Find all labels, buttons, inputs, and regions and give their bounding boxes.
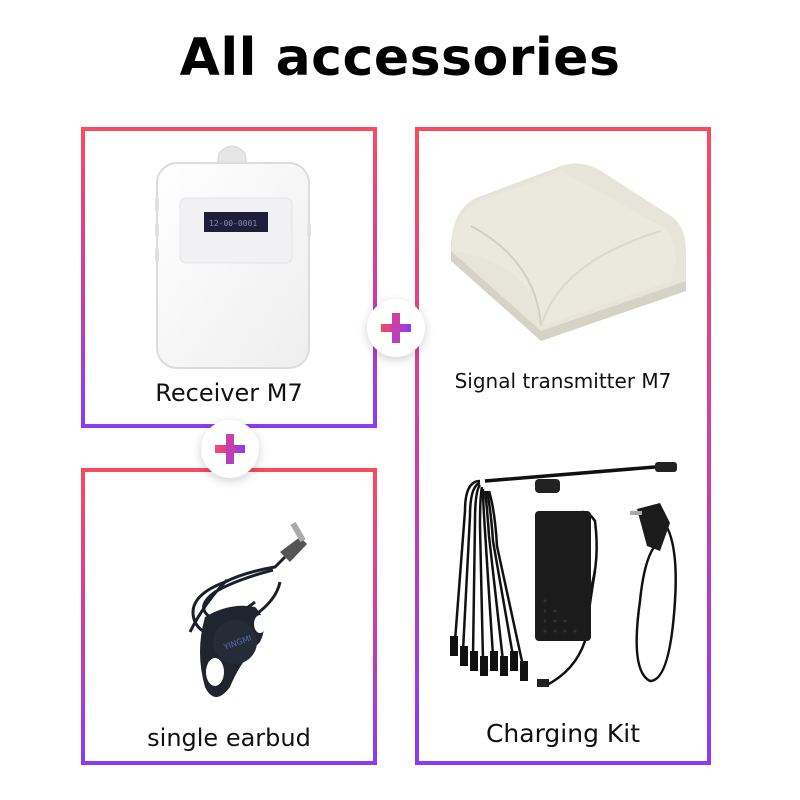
receiver-screen-text: 12-00-0001	[209, 219, 257, 228]
page-title: All accessories	[179, 28, 621, 88]
transmitter-box-image	[451, 163, 686, 341]
transmitter-label: Signal transmitter M7	[454, 369, 672, 393]
earbud-label: single earbud	[147, 724, 311, 752]
receiver-label: Receiver M7	[155, 379, 303, 407]
receiver-card: 12-00-0001 Receiver M7	[81, 127, 377, 428]
plus-icon	[201, 420, 259, 478]
charging-kit-label: Charging Kit	[485, 719, 641, 748]
transmitter-and-charger-card: Signal transmitter M7	[415, 127, 711, 765]
receiver-device-image: 12-00-0001	[155, 145, 311, 369]
earbud-image: YINGMI	[188, 521, 307, 697]
charging-kit-image	[450, 462, 677, 688]
plus-icon	[367, 299, 425, 357]
earbud-card: YINGMI single earbud	[81, 468, 377, 765]
